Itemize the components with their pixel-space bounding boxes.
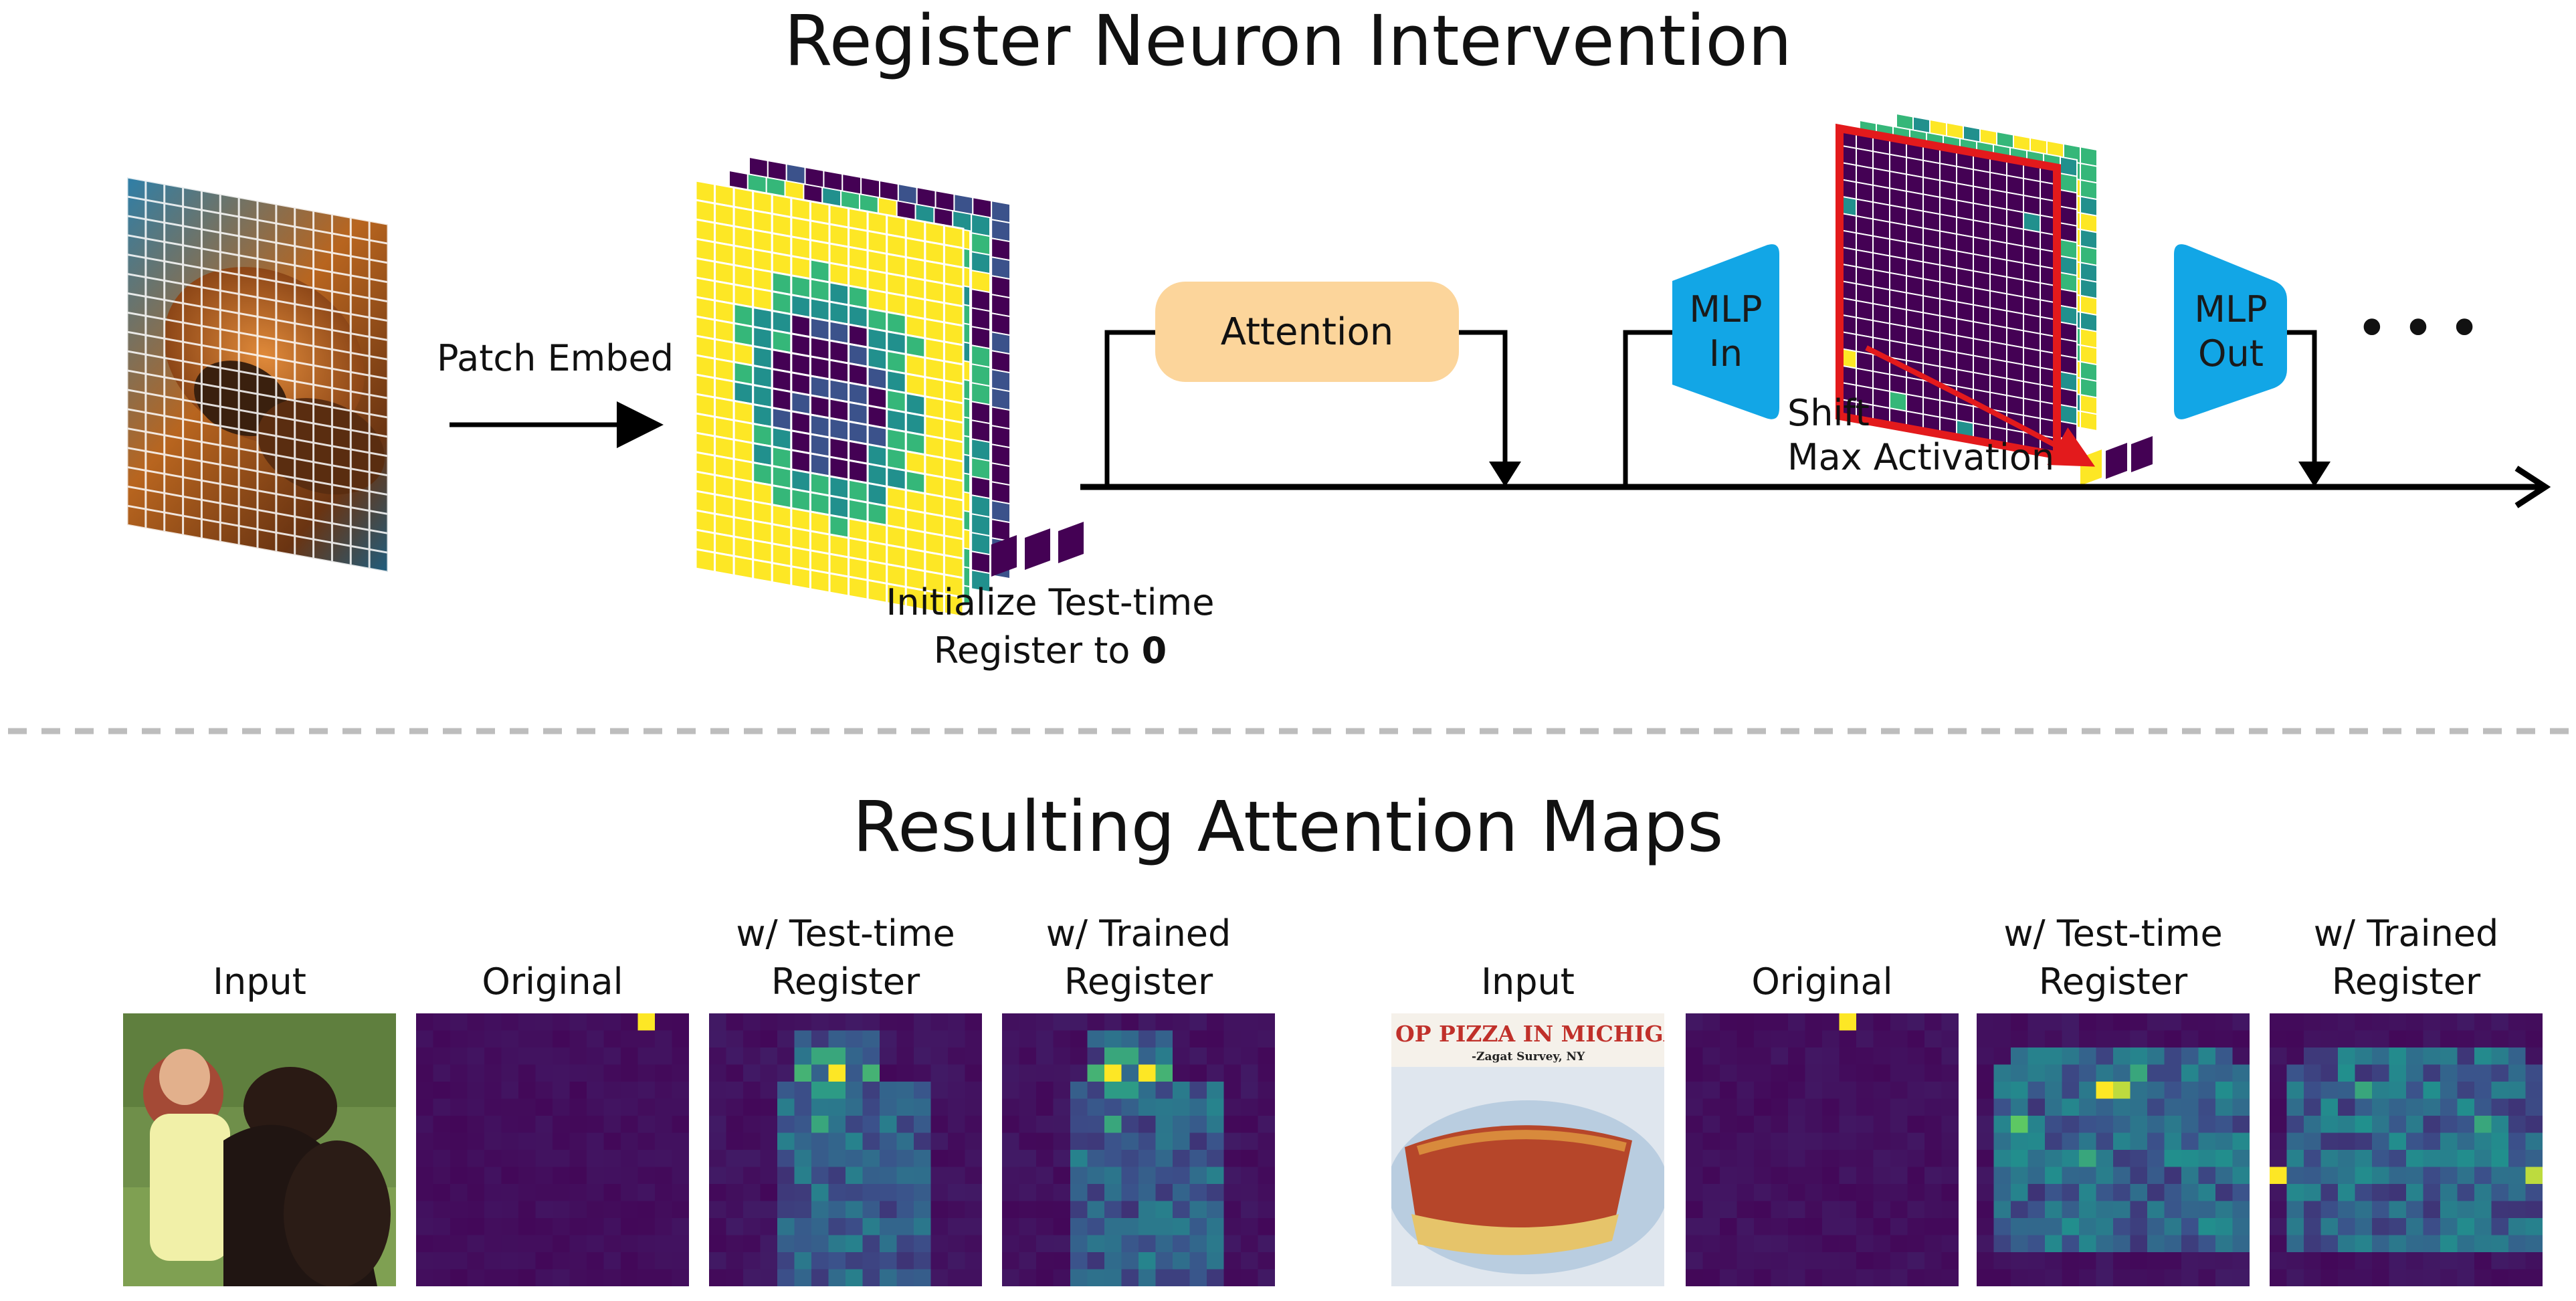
trained-register-attention-map-right <box>2270 1013 2543 1286</box>
attention-branch-out <box>1459 330 1508 475</box>
column-header-left-1: Input <box>213 961 306 1003</box>
input-pizza-image: OP PIZZA IN MICHIGAN" -Zagat Survey, NY <box>1391 1013 1664 1286</box>
column-header-left-2: Original <box>482 961 623 1003</box>
residual-stream-arrowhead <box>2514 466 2551 508</box>
mlp-merge-arrowhead <box>2298 462 2331 487</box>
input-woman-dog-image <box>123 1013 396 1286</box>
results-title: Resulting Attention Maps <box>852 786 1724 868</box>
input-dog-image <box>126 176 389 573</box>
pizza-sign-subtext: -Zagat Survey, NY <box>1472 1050 1585 1064</box>
column-header-right-1: Input <box>1481 961 1575 1003</box>
test-time-register-attention-map-right <box>1977 1013 2250 1286</box>
original-attention-map-right <box>1686 1013 1959 1286</box>
register-feature-map-stack <box>1836 112 2153 486</box>
register-token-2 <box>1025 528 1050 570</box>
column-header-right-2: Original <box>1751 961 1893 1003</box>
attention-block: Attention <box>1155 282 1459 382</box>
attention-branch-in <box>1104 330 1155 487</box>
diagram-title: Register Neuron Intervention <box>784 0 1792 82</box>
shift-activation-arrow <box>1865 345 2096 467</box>
original-attention-map-left <box>416 1013 689 1286</box>
shifted-register-token-1 <box>2080 449 2102 486</box>
attention-merge-arrowhead <box>1489 462 1521 487</box>
ellipsis-continuation: • • • <box>2357 301 2480 356</box>
register-token-3 <box>1058 522 1084 563</box>
patch-embed-label: Patch Embed <box>437 337 674 379</box>
init-register-label: Initialize Test-time Register to 0 <box>886 581 1215 672</box>
register-token-1 <box>991 535 1017 577</box>
attention-label: Attention <box>1220 310 1394 354</box>
pizza-sign-text: OP PIZZA IN MICHIGAN" <box>1395 1021 1664 1047</box>
test-time-register-attention-map-left <box>709 1013 982 1286</box>
mlp-branch-in <box>1623 330 1672 487</box>
mlp-branch-out <box>2287 330 2317 475</box>
patch-feature-map-stack <box>694 156 1084 618</box>
mlp-out-block <box>2174 244 2287 419</box>
mlp-in-block <box>1672 244 1779 419</box>
trained-register-attention-map-left <box>1002 1013 1275 1286</box>
shifted-register-token-3 <box>2131 436 2153 472</box>
shifted-register-token-2 <box>2106 443 2127 479</box>
